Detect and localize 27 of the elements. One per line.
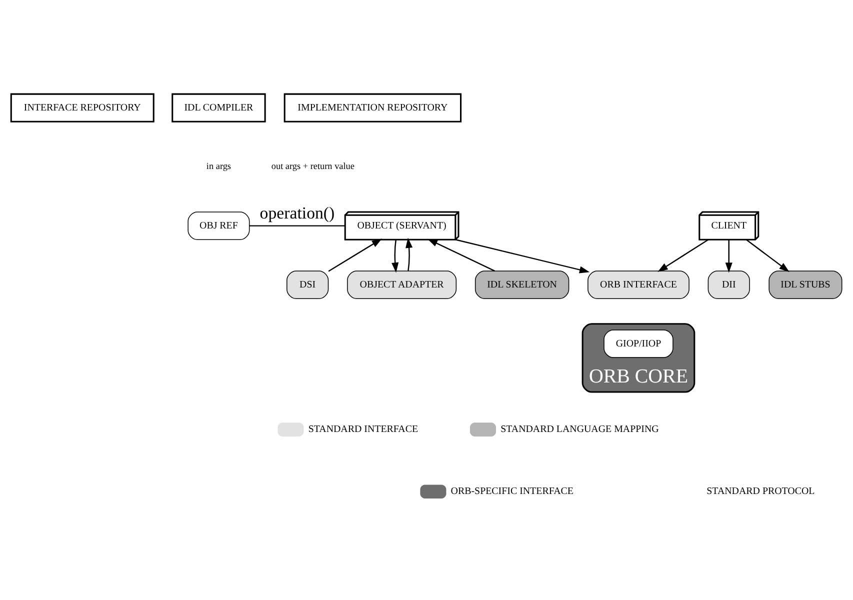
node-box: IDL COMPILER	[172, 92, 266, 122]
arrow	[406, 237, 413, 270]
arrow	[658, 238, 709, 272]
arrow	[328, 238, 382, 272]
node-box: IDL STUBS	[768, 270, 842, 298]
arrow	[725, 239, 732, 272]
connector	[249, 224, 345, 226]
legend-label: ORB-SPECIFIC INTERFACE	[450, 486, 574, 497]
legend-label: STANDARD INTERFACE	[308, 424, 418, 435]
node-box: OBJ REF	[188, 211, 250, 240]
label: out args + return value	[271, 160, 354, 171]
node-box: DII	[708, 270, 750, 298]
legend-label: STANDARD LANGUAGE MAPPING	[500, 424, 659, 435]
node-box: DSI	[286, 270, 329, 298]
node-box: IDL SKELETON	[474, 270, 570, 298]
arrow	[746, 238, 790, 272]
node-box: ORB INTERFACE	[588, 270, 690, 298]
node-box: GIOP/IIOP	[604, 329, 674, 358]
node-box: INTERFACE REPOSITORY	[10, 92, 154, 122]
arrow	[455, 238, 590, 273]
arrow	[427, 238, 495, 271]
edge-label: operation()	[260, 203, 335, 222]
arrow	[392, 239, 399, 272]
legend-label: STANDARD PROTOCOL	[706, 486, 815, 497]
label: in args	[206, 160, 232, 171]
node-box: IMPLEMENTATION REPOSITORY	[284, 92, 462, 122]
node-box: OBJECT ADAPTER	[347, 270, 457, 298]
